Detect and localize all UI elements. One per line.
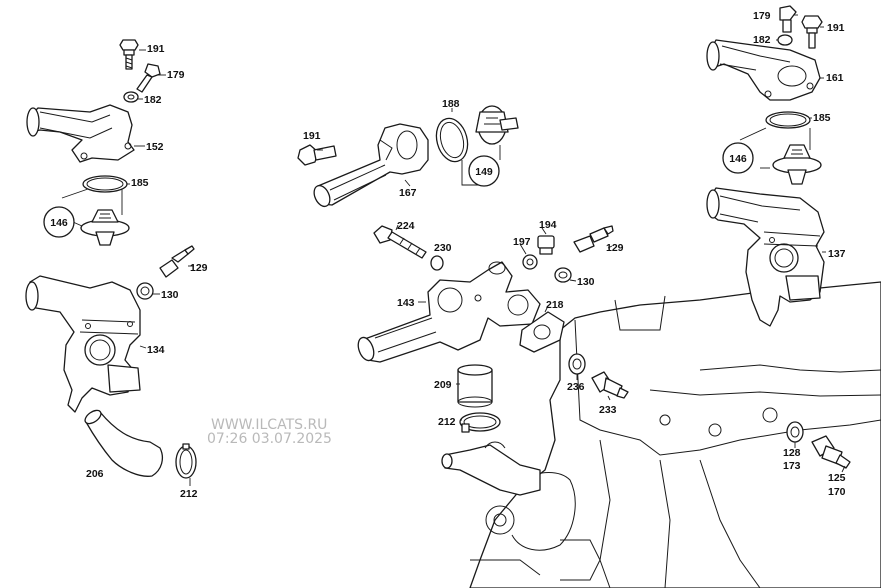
bolt-179-right (779, 5, 797, 33)
thermostat-146-left (80, 209, 130, 246)
label-179-right: 179 (753, 10, 771, 22)
label-173: 173 (783, 460, 801, 472)
label-134: 134 (147, 344, 165, 356)
label-152: 152 (146, 141, 164, 153)
temperature-sensor-125 (811, 435, 851, 469)
thermostat-cover-152 (26, 104, 135, 163)
label-197: 197 (513, 236, 531, 248)
label-188: 188 (442, 98, 460, 110)
label-137: 137 (828, 248, 846, 260)
watermark: WWW.ILCATS.RU 07:26 03.07.2025 (207, 417, 332, 447)
bolt-224 (373, 225, 427, 259)
seal-ring-130-left (136, 282, 154, 300)
label-191-center: 191 (303, 130, 321, 142)
bolt-191-center (297, 144, 337, 166)
label-130-left: 130 (161, 289, 179, 301)
label-194: 194 (539, 219, 557, 231)
washer-230 (430, 255, 444, 271)
label-218: 218 (546, 299, 564, 311)
label-125: 125 (828, 472, 846, 484)
label-209: 209 (434, 379, 452, 391)
washer-236 (568, 353, 586, 375)
label-167: 167 (399, 187, 417, 199)
watermark-timestamp: 07:26 03.07.2025 (207, 431, 332, 447)
label-130-center: 130 (577, 276, 595, 288)
leader-lines (61, 14, 846, 486)
label-185-right: 185 (813, 112, 831, 124)
thermostat-housing-134 (25, 275, 141, 413)
circled-reference-146-right: 146 (722, 142, 754, 174)
temperature-sensor-129-left (159, 245, 195, 278)
label-230: 230 (434, 242, 452, 254)
screw-plug-194 (537, 235, 555, 255)
label-143: 143 (397, 297, 415, 309)
thermostat-146-right (772, 144, 822, 185)
gasket-218 (519, 311, 565, 353)
watermark-site: WWW.ILCATS.RU (211, 417, 327, 433)
label-233: 233 (599, 404, 617, 416)
seal-ring-197 (522, 254, 538, 270)
bolt-191-left (119, 39, 139, 70)
label-236: 236 (567, 381, 585, 393)
hose-206 (84, 409, 163, 477)
label-185-left: 185 (131, 177, 149, 189)
hose-clamp-212-left (175, 443, 197, 479)
label-128: 128 (783, 447, 801, 459)
thermostat-cover-161 (706, 39, 821, 101)
water-pump (441, 441, 541, 496)
thermostat-housing-143 (357, 261, 541, 363)
o-ring-185-right (765, 111, 811, 129)
thermostat-housing-137 (706, 187, 825, 327)
circled-reference-149: 149 (468, 155, 500, 187)
label-182-left: 182 (144, 94, 162, 106)
sleeve-209 (457, 364, 493, 408)
label-170: 170 (828, 486, 846, 498)
label-212-left: 212 (180, 488, 198, 500)
label-206: 206 (86, 468, 104, 480)
label-129-center: 129 (606, 242, 624, 254)
bolt-179-left (136, 63, 161, 93)
part-labels: 191 179 182 152 185 129 130 134 206 212 … (86, 10, 846, 500)
ref-146-right-text: 146 (729, 153, 747, 165)
ref-146-left-text: 146 (50, 217, 68, 229)
washer-182-left (123, 91, 139, 103)
washer-182-right (777, 34, 793, 46)
circled-reference-146-left: 146 (43, 206, 75, 238)
label-179-left: 179 (167, 69, 185, 81)
label-191-left: 191 (147, 43, 165, 55)
thermostat-149 (475, 105, 519, 145)
label-224: 224 (397, 220, 415, 232)
thermostat-housing-167 (313, 123, 429, 208)
washer-128 (786, 421, 804, 443)
temperature-sensor-233 (591, 371, 629, 399)
ref-149-text: 149 (475, 166, 493, 178)
seal-ring-130-center (554, 267, 572, 283)
seal-ring-188 (435, 117, 469, 163)
label-212-center: 212 (438, 416, 456, 428)
temperature-sensor-129-center (573, 225, 614, 253)
label-182-right: 182 (753, 34, 771, 46)
label-161: 161 (826, 72, 844, 84)
bolt-191-right (801, 15, 823, 49)
label-129-left: 129 (190, 262, 208, 274)
label-191-right: 191 (827, 22, 845, 34)
hose-clamp-212-center (459, 412, 501, 433)
